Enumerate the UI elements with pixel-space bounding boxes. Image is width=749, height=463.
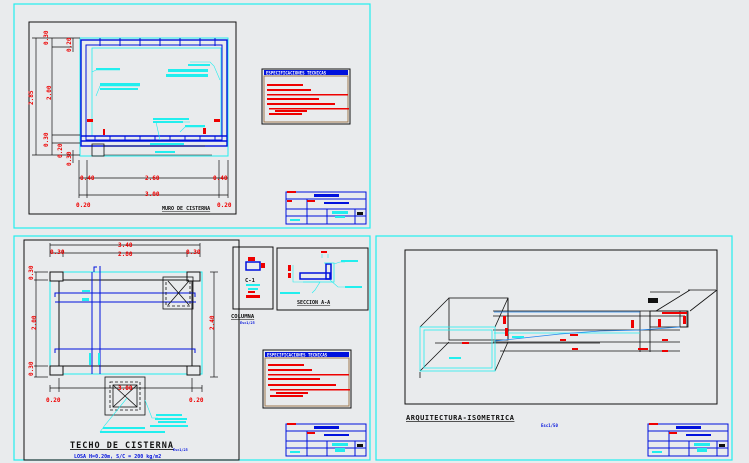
drawing-subtitle: LOSA H=0.20m, S/C = 200 kg/m2 [74,454,161,460]
title-block-2 [285,423,367,457]
dim-label: 0.40 [213,175,228,182]
tech-specs-box-1 [261,68,351,125]
dim-label: 3.40 [118,242,133,249]
column-detail [232,246,274,310]
access-hatch-top [162,276,194,310]
dim-label: 2.40 [209,315,216,330]
dim-label: 0.20 [57,143,64,158]
dim-label: 0.20 [46,397,61,404]
dim-label: 0.30 [43,132,50,147]
drawing-title: TECHO DE CISTERNA [70,441,174,451]
dim-label: 0.20 [217,202,232,209]
tech-specs-box-2 [262,349,352,409]
column-scale: Esc1/25 [240,321,255,325]
dim-label: 3.00 [118,385,133,392]
sheet-muro [13,3,371,229]
sheet-isometrica [375,235,733,461]
horizontal-dimension-lines [78,160,229,198]
vertical-dimension-lines [32,37,80,163]
dim-label: 2.80 [118,251,133,258]
drawing-frame [23,239,240,461]
dim-label: 0.30 [43,30,50,45]
dim-label: 0.20 [189,397,204,404]
dim-label: 0.30 [28,361,35,376]
isometric-view [419,289,718,378]
access-hatch-bottom [104,376,146,416]
notes-title: ESPECIFICACIONES TECNICAS [267,353,328,358]
dim-label: 0.30 [186,249,201,256]
dim-label: 0.20 [76,202,91,209]
section-title: SECCION A-A [297,300,330,306]
sheet-border [13,3,371,229]
dim-label: 0.30 [66,151,73,166]
notes-title: ESPECIFICACIONES TECNICAS [266,71,327,76]
dim-label: 0.40 [80,175,95,182]
title-block-3 [647,423,729,457]
drawing-scale: Esc1/50 [541,423,558,428]
sheet-border [375,235,733,461]
section-detail [276,247,369,311]
dim-label: 3.00 [145,191,160,198]
roof-plan [49,266,203,433]
drawing-title: MURO DE CISTERNA [162,206,210,212]
dim-label: 0.30 [28,265,35,280]
drawing-frame [404,249,718,405]
dim-label: 2.00 [31,315,38,330]
drawing-frame [28,21,237,215]
sheet-techo [13,235,371,461]
dim-label: 2.00 [46,85,53,100]
dim-label: 2.60 [145,175,160,182]
column-title: COLUMNA [231,314,255,320]
dim-label: 0.20 [66,37,73,52]
drawing-scale: Esc1/25 [173,448,188,452]
drawing-title: ARQUITECTURA-ISOMETRICA [406,414,515,422]
column-label: C-1 [245,278,256,284]
wall-plan [79,37,229,157]
dim-label: 0.30 [50,249,65,256]
dim-label: 2.85 [28,90,35,105]
title-block-1 [285,191,367,225]
roof-dimension-lines [34,243,218,392]
